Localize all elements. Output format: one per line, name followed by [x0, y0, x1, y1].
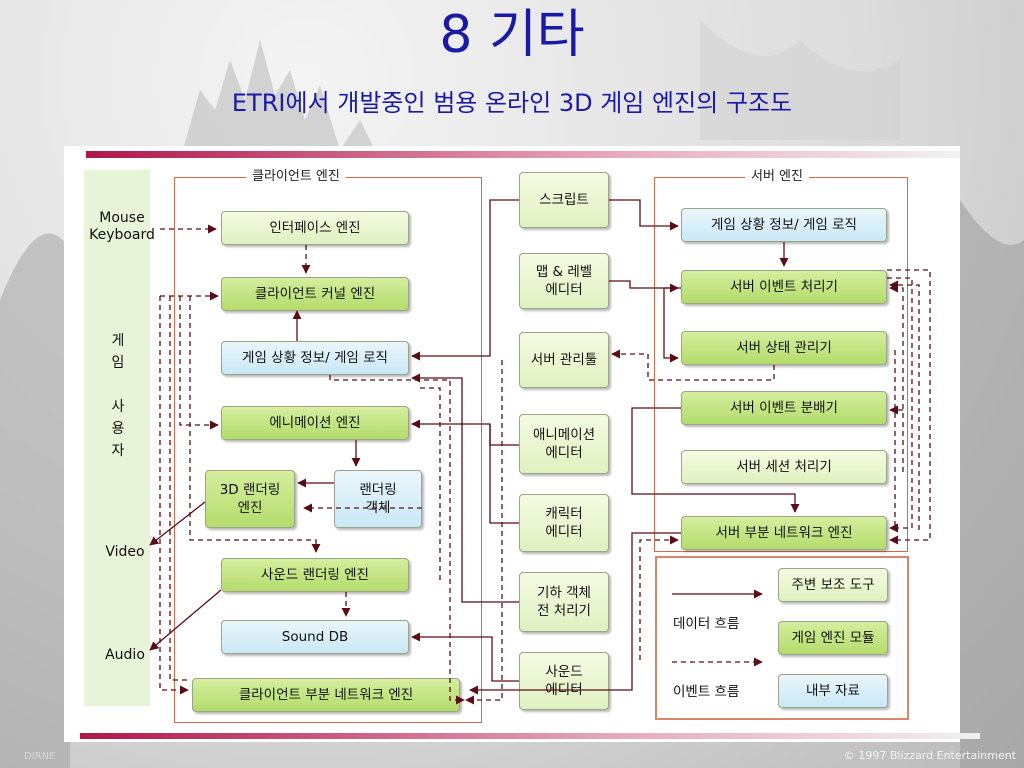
server-event-distributor-box: 서버 이벤트 분배기	[681, 391, 887, 425]
sound-editor-box: 사운드 에디터	[519, 652, 609, 710]
slide-subtitle: ETRI에서 개발중인 범용 온라인 3D 게임 엔진의 구조도	[231, 89, 793, 117]
render-object-box: 랜더링 객체	[334, 470, 422, 528]
render3d-engine-box: 3D 랜더링 엔진	[205, 470, 295, 528]
legend-engine-module-box: 게임 엔진 모듈	[778, 621, 888, 655]
server-session-processor-box: 서버 세션 처리기	[681, 450, 887, 484]
legend-internal-data-box: 내부 자료	[778, 674, 888, 708]
client-network-engine-box: 클라이언트 부분 네트워크 엔진	[192, 678, 460, 712]
user-sidebar	[84, 170, 150, 706]
server-engine-label: 서버 엔진	[745, 169, 809, 185]
video-label: Video	[105, 544, 145, 560]
server-tool-box: 서버 관리툴	[519, 332, 609, 388]
character-editor-box: 캐릭터 에디터	[519, 494, 609, 552]
server-state-manager-box: 서버 상태 관리기	[681, 331, 887, 365]
script-tool-box: 스크립트	[519, 172, 609, 228]
corner-mark: DIRNE	[24, 751, 56, 762]
copyright-text: © 1997 Blizzard Entertainment	[843, 749, 1016, 762]
slide-title: 8 기타	[439, 5, 585, 65]
animation-editor-box: 애니메이션 에디터	[519, 414, 609, 474]
sound-db-box: Sound DB	[221, 620, 409, 654]
accent-stripe-bottom	[80, 733, 980, 739]
game-user-label: 게 임 사 용 자	[111, 333, 125, 459]
client-engine-label: 클라이언트 엔진	[246, 169, 346, 185]
animation-engine-box: 에니메이션 엔진	[221, 406, 409, 440]
sound-render-engine-box: 사운드 랜더링 엔진	[221, 558, 409, 592]
map-level-editor-box: 맵 & 레벨 에디터	[519, 253, 609, 309]
client-kernel-engine-box: 클라이언트 커널 엔진	[221, 277, 409, 311]
audio-label: Audio	[105, 647, 145, 663]
server-network-engine-box: 서버 부분 네트워크 엔진	[681, 516, 887, 550]
geometry-preprocessor-box: 기하 객체 전 처리기	[519, 572, 609, 632]
legend-event-flow-label: 이벤트 흐름	[673, 684, 740, 700]
accent-stripe-top	[86, 151, 960, 158]
legend-data-flow-label: 데이터 흐름	[673, 616, 740, 632]
server-game-state-box: 게임 상황 정보/ 게임 로직	[681, 208, 887, 242]
client-game-state-box: 게임 상황 정보/ 게임 로직	[221, 341, 409, 375]
legend-aux-tool-box: 주변 보조 도구	[778, 568, 888, 602]
input-devices-label: Mouse Keyboard	[89, 210, 155, 243]
interface-engine-box: 인터페이스 엔진	[221, 211, 409, 245]
server-event-processor-box: 서버 이벤트 처리기	[681, 270, 887, 304]
